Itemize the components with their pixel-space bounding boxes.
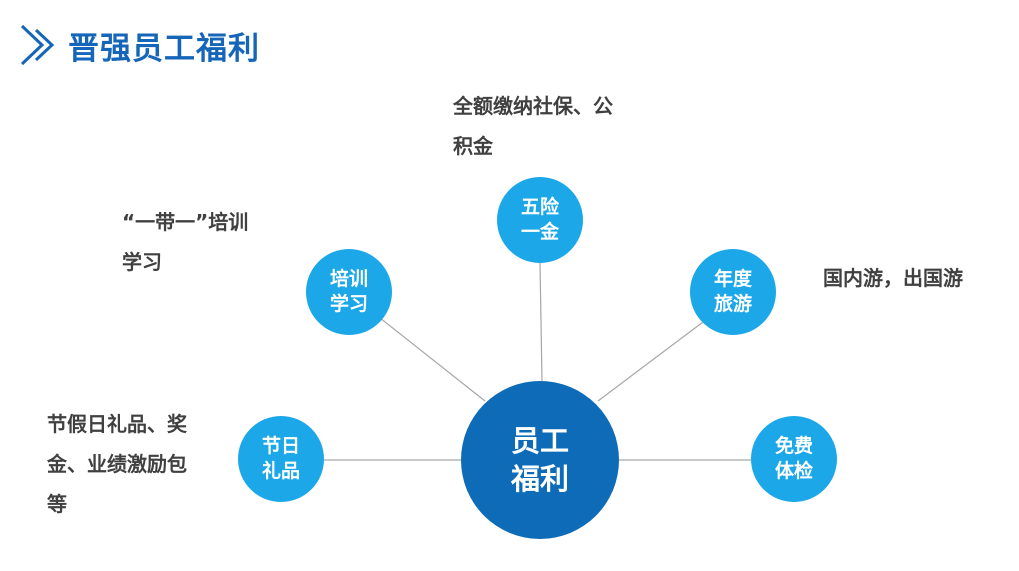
center-node: 员工 福利 [461,381,619,539]
header: 晋强员工福利 [18,20,260,70]
page-title: 晋强员工福利 [68,30,260,67]
desc-peixun: “一带一”培训 学习 [122,210,249,274]
node-tijian: 免费 体检 [751,416,837,502]
node-wuxian-label: 五险 一金 [520,196,559,243]
desc-jieri: 节假日礼品、奖 金、业绩激励包 等 [47,412,187,516]
node-tijian-label: 免费 体检 [774,435,813,482]
node-jieri: 节日 礼品 [238,416,324,502]
double-chevron-icon [20,24,55,66]
node-wuxian: 五险 一金 [497,177,583,263]
connector-wuxian [539,262,543,382]
node-jieri-label: 节日 礼品 [261,435,300,482]
center-label: 员工 福利 [510,424,569,496]
node-niandu-label: 年度 旅游 [713,268,752,315]
node-peixun-label: 培训 学习 [329,268,368,315]
connector-niandu [597,318,708,402]
node-peixun: 培训 学习 [306,249,392,335]
connector-peixun [379,317,486,402]
node-niandu: 年度 旅游 [690,249,776,335]
desc-niandu: 国内游，出国游 [823,266,963,290]
desc-wuxian: 全额缴纳社保、公 积金 [453,94,613,158]
